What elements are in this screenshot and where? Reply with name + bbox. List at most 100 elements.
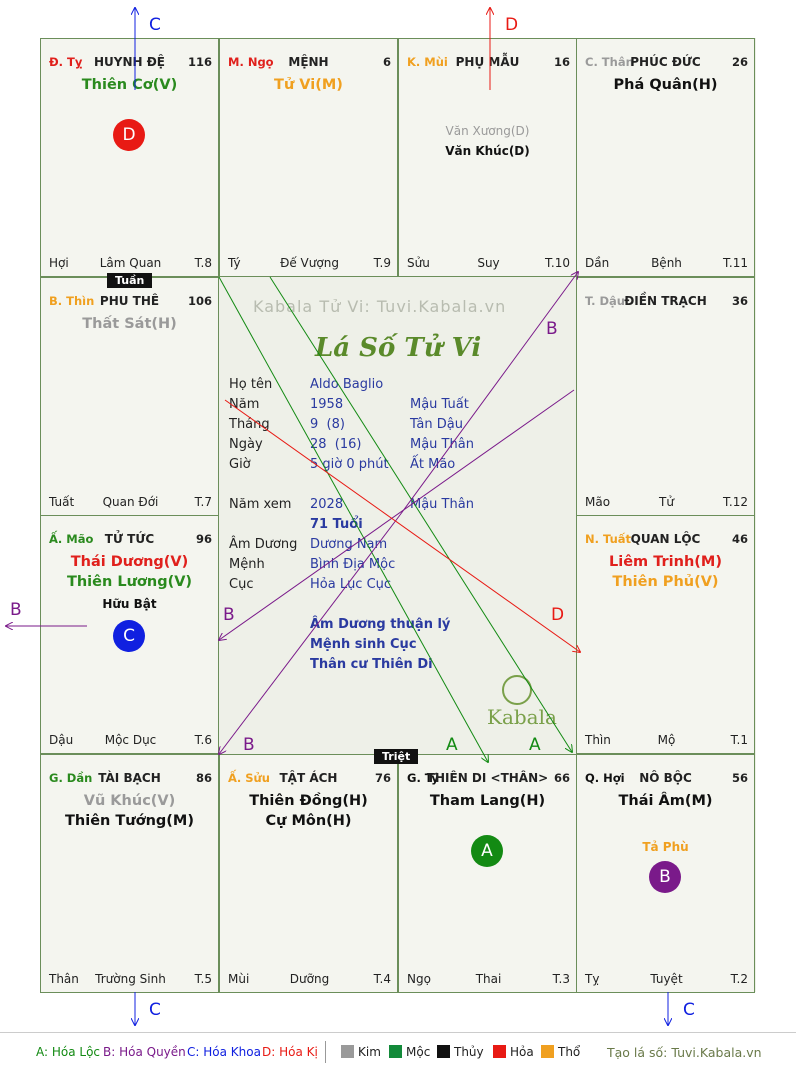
- value-menh: Bình Địa Mộc: [310, 557, 396, 572]
- can-chi-thang: Tân Dậu: [410, 417, 463, 432]
- palace-name: TỬ TỨC: [104, 532, 155, 546]
- center-info-panel: Kabala Tử Vi: Tuvi.Kabala.vn Lá Số Tử Vi…: [219, 277, 576, 754]
- palace-number: 106: [187, 294, 212, 308]
- star-list: Thái Dương(V) Thiên Lương(V): [41, 552, 218, 592]
- color-swatch: [389, 1045, 402, 1058]
- main-star: Thái Dương(V): [70, 554, 189, 570]
- footer-left: Dần: [585, 255, 610, 270]
- palace-number: 66: [553, 771, 570, 785]
- watermark: Kabala Tử Vi: Tuvi.Kabala.vn: [253, 297, 507, 316]
- footer-right: T.11: [723, 255, 748, 270]
- branch-label: C. Thân: [585, 55, 634, 69]
- palace-number: 46: [731, 532, 748, 546]
- main-star: Tham Lang(H): [429, 793, 546, 809]
- main-star: Phá Quân(H): [613, 77, 718, 93]
- color-swatch: [541, 1045, 554, 1058]
- value-ho-ten: Aldo Baglio: [310, 377, 384, 392]
- color-swatch: [493, 1045, 506, 1058]
- main-star: Cự Môn(H): [265, 813, 352, 829]
- label-c-1: C: [149, 15, 161, 35]
- branch-label: M. Ngọ: [228, 55, 274, 69]
- footer-mid: Đế Vượng: [280, 255, 339, 270]
- footer-left: Thìn: [585, 732, 611, 747]
- label-thang: Tháng: [229, 417, 270, 432]
- label-nam: Năm: [229, 397, 260, 412]
- footer-left: Mùi: [228, 971, 250, 986]
- star-list: Tham Lang(H): [399, 791, 576, 811]
- footer-right: T.9: [373, 255, 391, 270]
- footer-right: T.4: [373, 971, 391, 986]
- star-list: Vũ Khúc(V)Thiên Tướng(M): [41, 791, 218, 831]
- element-label: Hỏa: [510, 1045, 534, 1059]
- value-gio: 5 giờ 0 phút: [310, 457, 389, 472]
- note-1: Âm Dương thuận lý: [310, 617, 451, 632]
- footer-mid: Trường Sinh: [95, 971, 166, 986]
- star-list: Liêm Trinh(M)Thiên Phủ(V): [577, 552, 754, 592]
- star-list: Thiên Cơ(V): [41, 75, 218, 95]
- palace-name: ĐIỀN TRẠCH: [624, 294, 707, 308]
- branch-label: B. Thìn: [49, 294, 95, 308]
- label-am-duong: Âm Dương: [229, 537, 298, 552]
- footer-left: Tý: [228, 255, 241, 270]
- palace-number: 16: [553, 55, 570, 69]
- main-star: Thiên Lương(V): [66, 574, 193, 590]
- main-star: Thiên Đồng(H): [249, 793, 368, 809]
- palace-number: 96: [195, 532, 212, 546]
- footer-mid: Lâm Quan: [99, 255, 162, 270]
- label-c-3: C: [683, 1000, 695, 1020]
- minor-star: Hữu Bật: [102, 597, 157, 611]
- legend-hoa-ki: D: Hóa Kị: [262, 1045, 318, 1059]
- value-nam-xem: 2028: [310, 497, 344, 512]
- branch-label: N. Tuất: [585, 532, 632, 546]
- age: 71 Tuổi: [310, 517, 363, 532]
- footer-left: Thân: [49, 971, 79, 986]
- branch-label: G. Dần: [49, 771, 93, 785]
- footer-right: T.8: [194, 255, 212, 270]
- star-list: Tử Vi(M): [220, 75, 397, 95]
- star-list: Phá Quân(H): [577, 75, 754, 95]
- footer-left: Hợi: [49, 255, 69, 270]
- legend-element-4: Thổ: [541, 1045, 580, 1059]
- footer-right: T.3: [552, 971, 570, 986]
- label-b-4: B: [10, 600, 22, 620]
- label-nam-xem: Năm xem: [229, 497, 292, 512]
- palace-name: PHU THÊ: [99, 294, 160, 308]
- label-ngay: Ngày: [229, 437, 263, 452]
- label-gio: Giờ: [229, 457, 251, 472]
- label-menh: Mệnh: [229, 557, 265, 572]
- color-swatch: [341, 1045, 354, 1058]
- footer-mid: Mộ: [657, 732, 676, 747]
- footer-right: T.5: [194, 971, 212, 986]
- footer-left: Ngọ: [407, 971, 431, 986]
- value-cuc: Hỏa Lục Cục: [310, 577, 392, 592]
- element-label: Kim: [358, 1045, 381, 1059]
- footer-left: Mão: [585, 494, 611, 509]
- branch-label: Q. Hợi: [585, 771, 625, 785]
- footer-right: T.1: [730, 732, 748, 747]
- footer-left: Tuất: [49, 494, 75, 509]
- star-list: Thất Sát(H): [41, 314, 218, 334]
- footer-right: T.7: [194, 494, 212, 509]
- palace-name: TÀI BẠCH: [98, 771, 161, 785]
- footer-right: T.10: [545, 255, 570, 270]
- footer-mid: Mộc Dục: [104, 732, 157, 747]
- legend-element-1: Mộc: [389, 1045, 430, 1059]
- element-label: Mộc: [406, 1045, 431, 1059]
- footer-right: T.6: [194, 732, 212, 747]
- footer-mid: Quan Đới: [102, 494, 159, 509]
- branch-label: G. Tý: [407, 771, 439, 785]
- legend-hoa-loc: A: Hóa Lộc: [36, 1045, 101, 1059]
- branch-label: Đ. Tỵ: [49, 55, 83, 69]
- palace-number: 76: [374, 771, 391, 785]
- color-swatch: [437, 1045, 450, 1058]
- footer-left: Dậu: [49, 732, 74, 747]
- label-c-2: C: [149, 1000, 161, 1020]
- minor-star-list: Hữu Bật: [41, 594, 218, 614]
- minor-star: Tả Phù: [642, 840, 689, 854]
